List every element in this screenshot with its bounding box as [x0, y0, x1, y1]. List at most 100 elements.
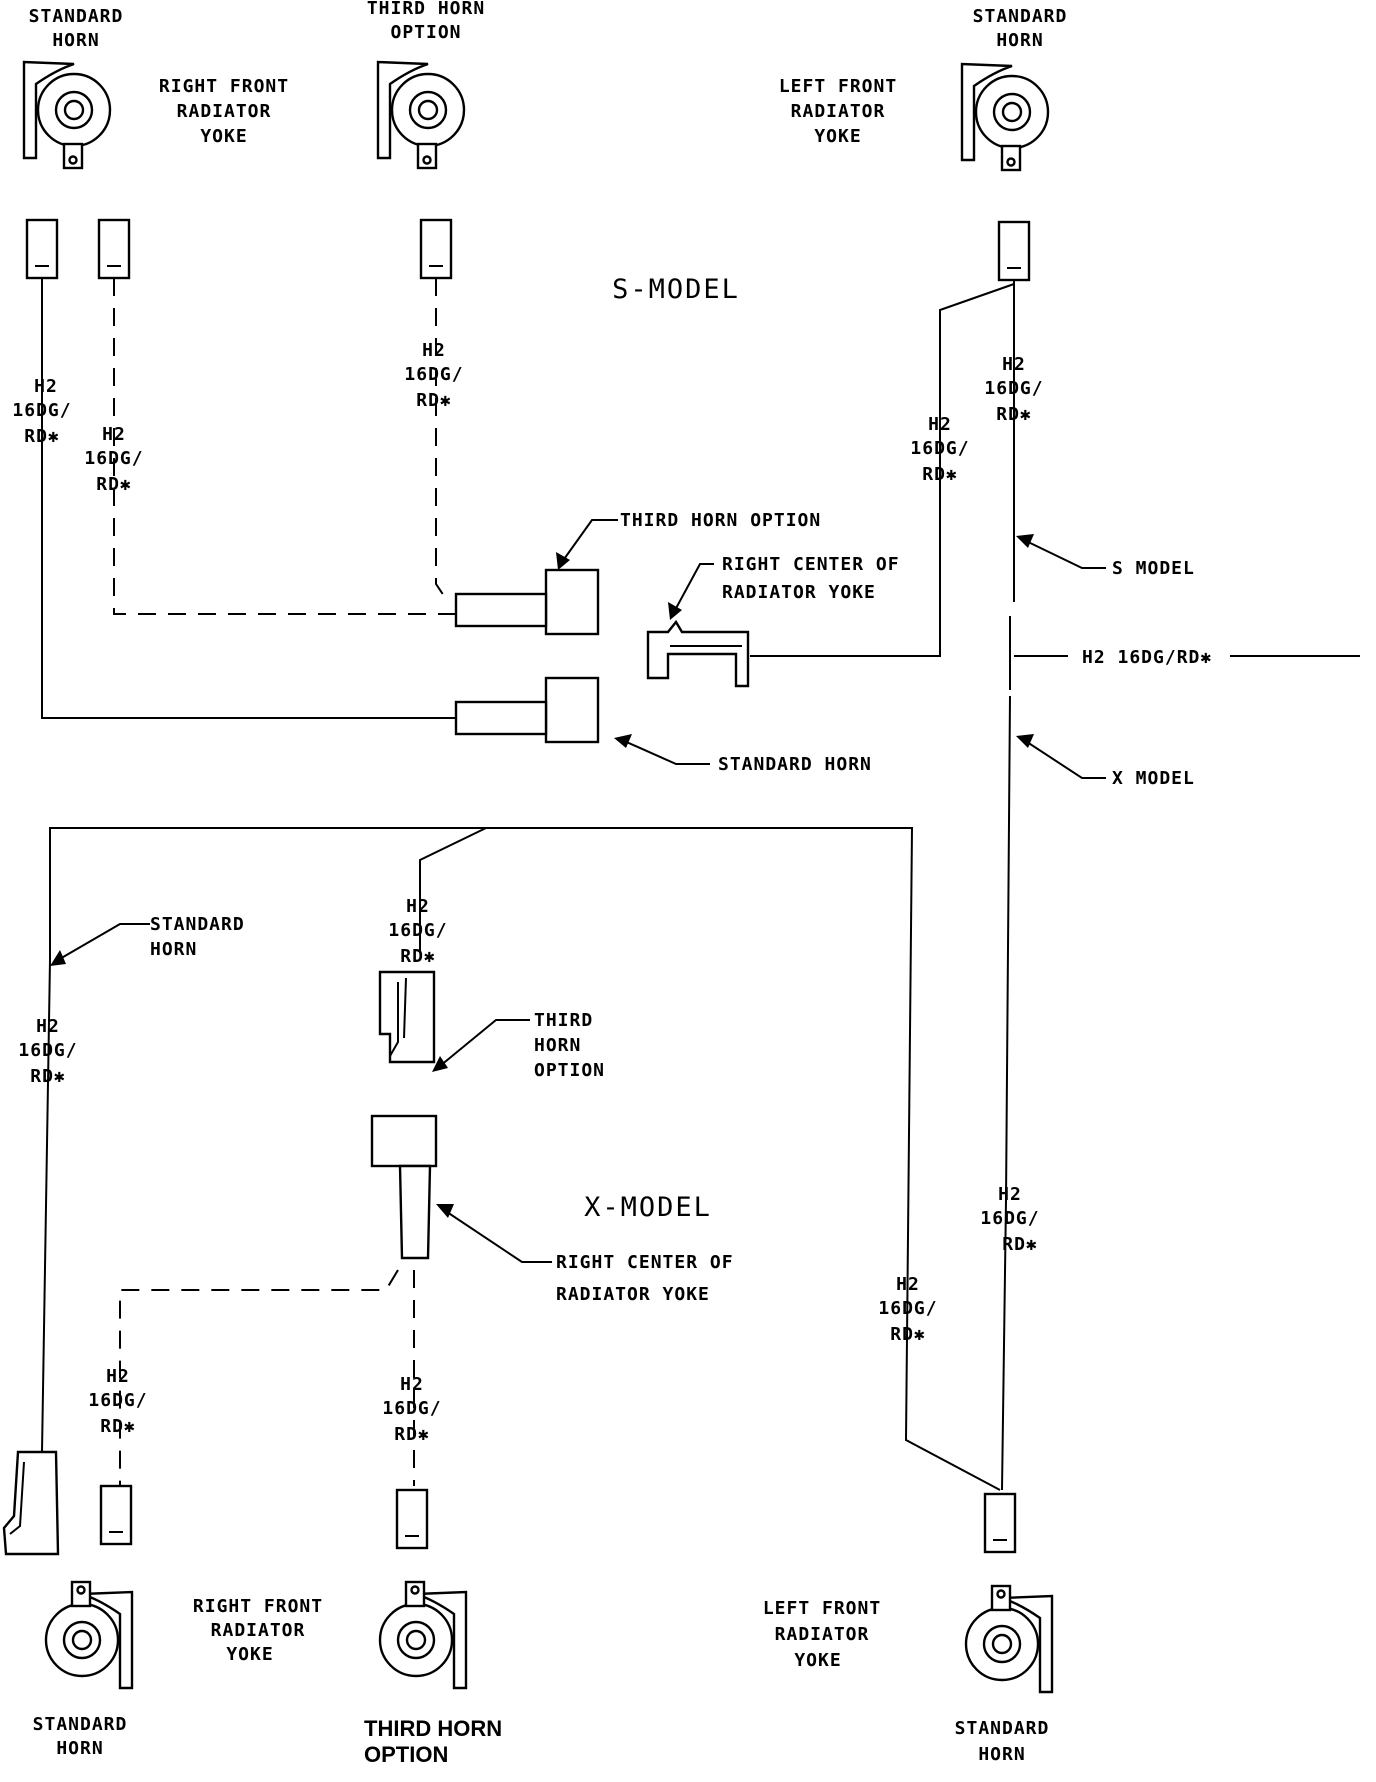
s-loc-left-front-2: RADIATOR [791, 101, 886, 122]
s-standard-horn-left-icon [960, 62, 1050, 172]
x-clip-standard-horn-right-detail [9, 1461, 25, 1535]
wire-label-6-l3: RD✱ [30, 1066, 66, 1087]
s-horn-third-title-1: THIRD HORN [367, 0, 485, 19]
wire-label-10-l3: RD✱ [890, 1324, 926, 1345]
x-callout-third-horn-2: HORN [534, 1035, 581, 1056]
s-model-title: S-MODEL [612, 274, 740, 305]
s-wire-standard-horn [41, 278, 455, 719]
wire-label-10-l2: 16DG/ [878, 1298, 937, 1319]
x-callout-standard-horn-1: STANDARD [150, 914, 245, 935]
wire-label-8-l2: 16DG/ [88, 1390, 147, 1411]
s-standard-horn-right-icon [22, 60, 112, 170]
x-loc-left-front-1: LEFT FRONT [763, 1598, 881, 1619]
s-model-section: STANDARD HORN RIGHT FRONT RADIATOR YOKE … [12, 0, 1360, 789]
wire-label-7-l3: RD✱ [400, 946, 436, 967]
s-callout-right-center-leader [673, 563, 714, 613]
x-model-section: H2 16DG/ RD✱ H2 16DG/ RD✱ H2 16DG/ RD✱ H… [2, 695, 1054, 1767]
x-wire-standard-horn-right [41, 959, 51, 1453]
s-callout-s-model: S MODEL [1112, 558, 1195, 579]
x-callout-right-center-leader [443, 1209, 552, 1263]
x-terminal-third-horn [395, 1488, 429, 1550]
s-clip-right-center [646, 620, 750, 688]
x-callout-standard-horn-arrowhead [50, 950, 66, 966]
s-callout-s-model-arrowhead [1016, 534, 1034, 548]
x-horn-std-left-title-1: STANDARD [955, 1718, 1050, 1739]
wire-label-5-l3: RD✱ [996, 404, 1032, 425]
s-horn-std-left-title-2: HORN [996, 30, 1043, 51]
s-connector-third-horn [454, 568, 600, 636]
x-callout-standard-horn-leader [57, 923, 150, 961]
s-callout-standard-horn: STANDARD HORN [718, 754, 872, 775]
s-loc-left-front-3: YOKE [814, 126, 861, 147]
s-callout-standard-horn-arrowhead [614, 734, 632, 748]
x-loc-right-front-2: RADIATOR [211, 1620, 306, 1641]
x-wire-left-horn [1001, 695, 1011, 1491]
wire-label-2-l3: RD✱ [96, 474, 132, 495]
s-callout-third-horn-leader [561, 519, 618, 563]
wire-label-11-l1: H2 [998, 1184, 1022, 1205]
s-splice-wire-label: H2 16DG/RD✱ [1082, 647, 1212, 668]
wire-label-5-l2: 16DG/ [984, 378, 1043, 399]
s-wire-third-horn [435, 278, 445, 597]
wire-label-1-l1: H2 [34, 376, 58, 397]
s-callout-x-model: X MODEL [1112, 768, 1195, 789]
x-third-horn-icon [378, 1580, 468, 1690]
x-horn-third-title-1: THIRD HORN [364, 1716, 502, 1741]
x-wire-top-bus [49, 827, 1001, 1491]
wire-label-6-l2: 16DG/ [18, 1040, 77, 1061]
x-callout-third-horn-3: OPTION [534, 1060, 605, 1081]
x-callout-standard-horn-2: HORN [150, 939, 197, 960]
s-horn-std-right-title-1: STANDARD [29, 6, 124, 27]
s-terminal-third-horn [419, 218, 453, 280]
s-loc-left-front-1: LEFT FRONT [779, 76, 897, 97]
s-horn-third-title-2: OPTION [390, 22, 461, 43]
wire-label-3-l1: H2 [422, 340, 446, 361]
x-connector-body [370, 1114, 438, 1168]
s-connector-standard-horn [454, 676, 600, 744]
wire-label-8-l1: H2 [106, 1366, 130, 1387]
wire-label-9-l2: 16DG/ [382, 1398, 441, 1419]
s-callout-x-model-arrowhead [1016, 734, 1034, 748]
s-callout-third-horn-arrowhead [556, 552, 570, 570]
s-callout-standard-horn-leader [621, 739, 710, 765]
x-callout-third-horn-leader [439, 1019, 530, 1067]
x-callout-third-horn-arrowhead [432, 1056, 448, 1072]
x-clip-standard-horn-right [2, 1450, 60, 1556]
s-loc-right-front-3: YOKE [200, 126, 247, 147]
s-terminal-third-feed [97, 218, 131, 280]
x-loc-right-front-1: RIGHT FRONT [193, 1596, 323, 1617]
wire-label-2-l1: H2 [102, 424, 126, 445]
x-loc-left-front-3: YOKE [794, 1650, 841, 1671]
wire-label-3-l2: 16DG/ [404, 364, 463, 385]
wire-label-4-l1: H2 [928, 414, 952, 435]
s-callout-right-center-2: RADIATOR YOKE [722, 582, 876, 603]
s-loc-right-front-2: RADIATOR [177, 101, 272, 122]
wire-label-4-l3: RD✱ [922, 464, 958, 485]
x-standard-horn-left-icon [964, 1584, 1054, 1694]
x-callout-right-center-1: RIGHT CENTER OF [556, 1252, 734, 1273]
wire-label-11-l3: RD✱ [1002, 1234, 1038, 1255]
x-loc-right-front-3: YOKE [226, 1644, 273, 1665]
wire-label-7-l2: 16DG/ [388, 920, 447, 941]
wire-label-9-l3: RD✱ [394, 1424, 430, 1445]
s-callout-right-center-arrowhead [668, 602, 682, 620]
x-callout-right-center-arrowhead [436, 1204, 454, 1218]
wire-label-8-l3: RD✱ [100, 1416, 136, 1437]
x-connector-plug [398, 1164, 432, 1260]
s-horn-std-right-title-2: HORN [52, 30, 99, 51]
x-horn-third-title-2: OPTION [364, 1742, 448, 1767]
x-callout-third-horn-1: THIRD [534, 1010, 593, 1031]
s-wire-right-center [750, 283, 1015, 657]
wire-label-1-l2: 16DG/ [12, 400, 71, 421]
s-callout-third-horn: THIRD HORN OPTION [620, 510, 821, 531]
s-callout-right-center-1: RIGHT CENTER OF [722, 554, 900, 575]
s-third-horn-icon [376, 60, 466, 170]
s-callout-s-model-leader [1023, 539, 1106, 569]
x-horn-std-right-title-1: STANDARD [33, 1714, 128, 1735]
x-wire-third-horn-feed [119, 1269, 399, 1486]
s-horn-std-left-title-1: STANDARD [973, 6, 1068, 27]
wire-label-7-l1: H2 [406, 896, 430, 917]
wire-label-1-l3: RD✱ [24, 426, 60, 447]
x-callout-right-center-2: RADIATOR YOKE [556, 1284, 710, 1305]
wire-label-10-l1: H2 [896, 1274, 920, 1295]
